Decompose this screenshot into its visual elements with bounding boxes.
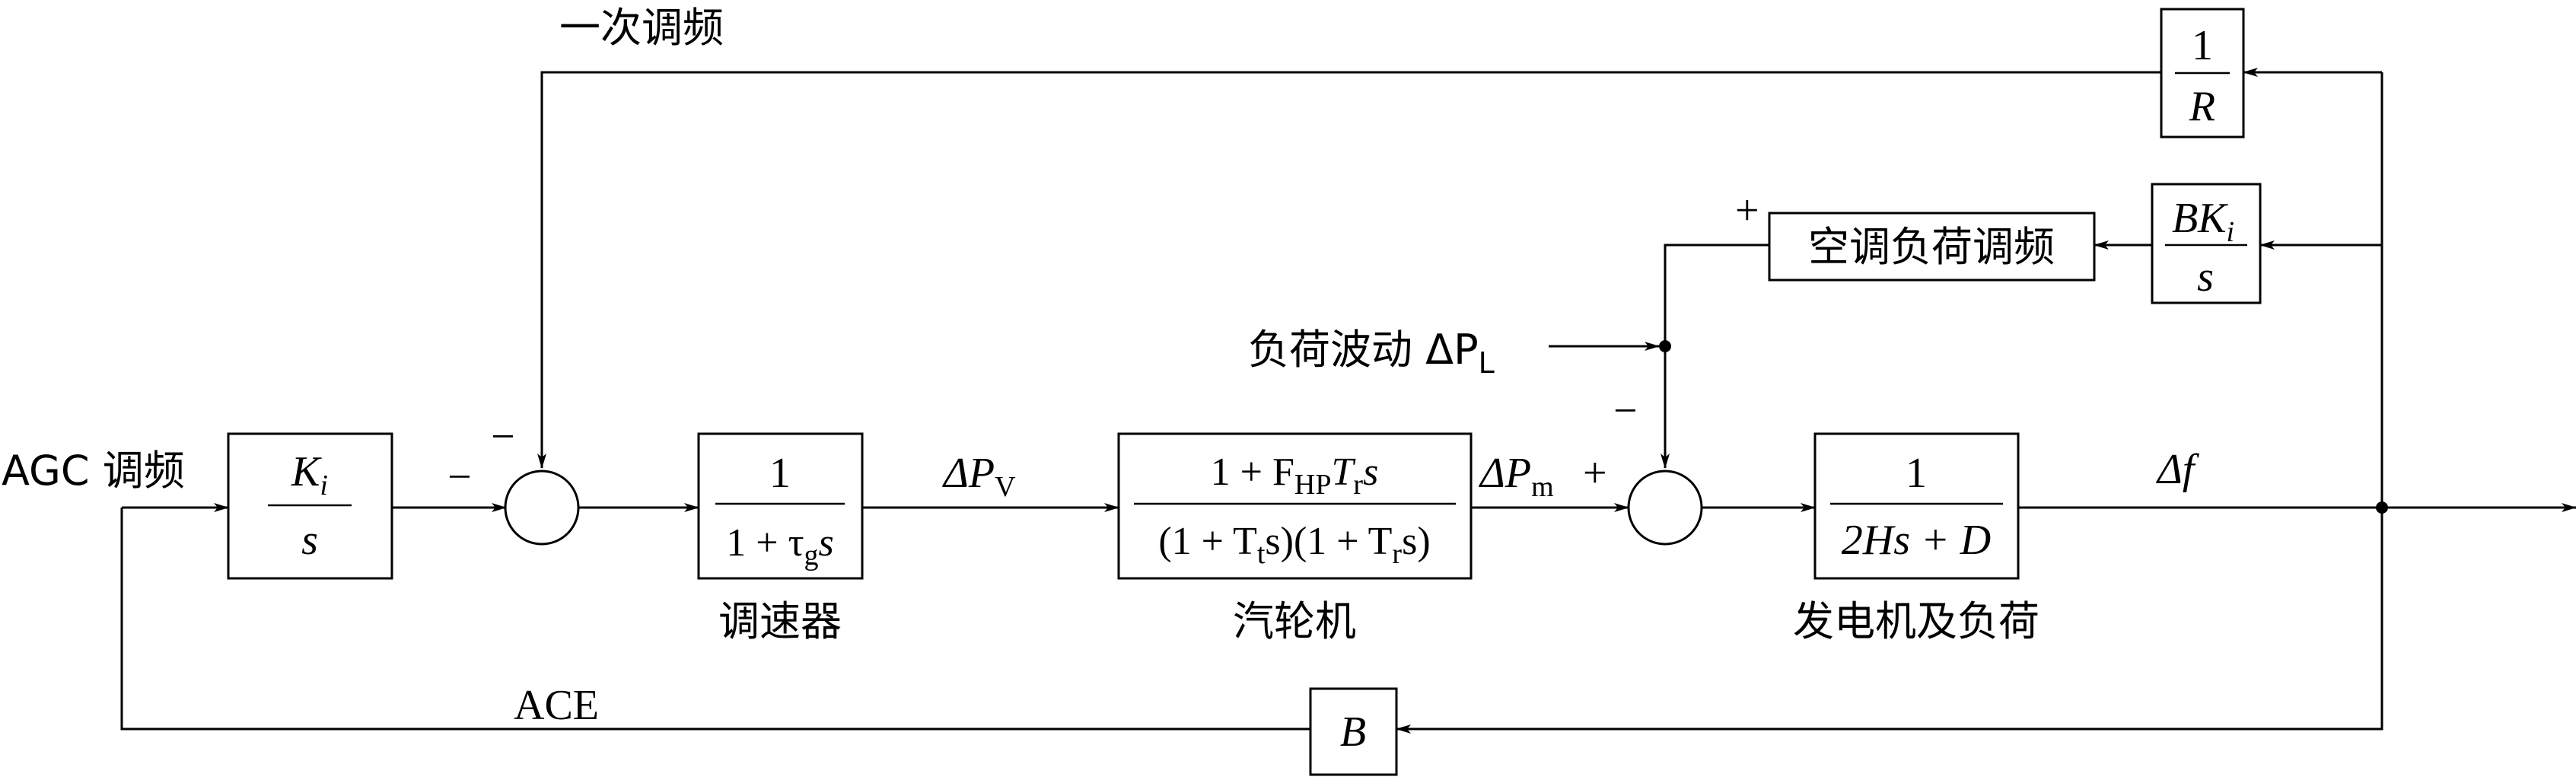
- bias-feedback-wire: [1396, 508, 2383, 734]
- ac-plus-sign: +: [1735, 187, 1759, 234]
- governor-block: 1 1 + τgs: [697, 432, 864, 580]
- integrator-block: Ki s: [227, 432, 393, 580]
- ace-label: ACE: [514, 682, 599, 729]
- svg-text:1: 1: [2192, 22, 2213, 69]
- svg-text:Ki: Ki: [291, 448, 328, 501]
- svg-text:BKi: BKi: [2172, 195, 2234, 248]
- governor-label: 调速器: [718, 597, 842, 645]
- junction-dot-output: [2376, 501, 2388, 514]
- svg-text:1: 1: [769, 450, 791, 497]
- ac-to-sum2-wire: [1661, 244, 1769, 469]
- svg-text:1 + τgs: 1 + τgs: [726, 521, 833, 571]
- sum1-top-sign: −: [491, 413, 515, 460]
- svg-text:1: 1: [1906, 450, 1927, 497]
- sum2-top-sign: −: [1613, 387, 1638, 435]
- turbine-block: 1 + FHPTrs (1 + Tts)(1 + Trs): [1117, 432, 1473, 580]
- ac-regulation-block: 空调负荷调频: [1768, 212, 2096, 282]
- sum1-left-sign: −: [447, 454, 472, 501]
- load-disturbance-label: 负荷波动 ΔPL: [1248, 326, 1495, 380]
- primary-regulation-label: 一次调频: [559, 4, 724, 52]
- summing-junction-1: [504, 470, 580, 546]
- droop-to-sum1-wire: [537, 71, 2161, 469]
- summing-junction-2: [1627, 470, 1703, 546]
- svg-text:空调负荷调频: 空调负荷调频: [1808, 223, 2055, 271]
- delta-f-label: Δf: [2156, 446, 2200, 493]
- bias-block: B: [1309, 687, 1398, 776]
- svg-text:R: R: [2189, 83, 2215, 130]
- svg-text:(1 + Tts)(1 + Trs): (1 + Tts)(1 + Trs): [1158, 520, 1430, 570]
- svg-text:B: B: [1340, 708, 1366, 756]
- pv-label: ΔPV: [942, 450, 1016, 503]
- generator-block: 1 2Hs + D: [1813, 432, 2020, 580]
- sum2-left-sign: +: [1583, 450, 1607, 497]
- svg-text:2Hs + D: 2Hs + D: [1842, 517, 1991, 564]
- bki-block: BKi s: [2151, 183, 2262, 304]
- generator-label: 发电机及负荷: [1793, 597, 2039, 645]
- agc-label: AGC 调频: [2, 447, 185, 495]
- svg-text:s: s: [2197, 253, 2214, 301]
- ace-wire: [120, 508, 1310, 731]
- pm-label: ΔPm: [1479, 450, 1554, 503]
- turbine-label: 汽轮机: [1233, 597, 1356, 645]
- svg-text:s: s: [301, 517, 318, 564]
- svg-text:1 + FHPTrs: 1 + FHPTrs: [1211, 450, 1379, 501]
- junction-dot-load: [1659, 340, 1671, 352]
- droop-block: 1 R: [2160, 8, 2245, 138]
